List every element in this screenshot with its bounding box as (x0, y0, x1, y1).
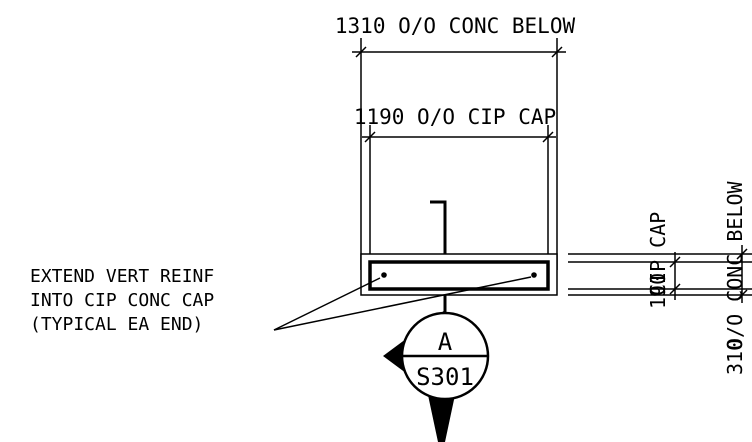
outer-width-dimension (352, 38, 566, 270)
outer-height-value: 310 (723, 339, 747, 375)
inner-height-label: CIP CAP (646, 212, 670, 296)
cip-cap-outline (368, 260, 550, 291)
note-line-3: (TYPICAL EA END) (30, 314, 203, 335)
section-marker-letter: A (438, 328, 453, 356)
section-cut-line (430, 200, 447, 345)
note-line-2: INTO CIP CONC CAP (30, 290, 214, 311)
inner-tick-left (364, 131, 376, 143)
right-vertical-dimensions (568, 245, 752, 303)
inner-tick-right (542, 131, 554, 143)
section-marker-sheet: S301 (416, 363, 474, 391)
outer-height-label: O/O CONC BELOW (723, 180, 747, 350)
note-line-1: EXTEND VERT REINF (30, 266, 214, 287)
rebar-right (531, 272, 537, 278)
inner-width-label: 1190 O/O CIP CAP (354, 105, 556, 129)
section-marker-arrow-lower (428, 395, 455, 442)
inner-height-value: 190 (646, 273, 670, 309)
leader-line-right (273, 276, 532, 331)
inner-height-tick-bottom (669, 283, 681, 295)
outer-tick-left (355, 46, 367, 58)
inner-height-tick-top (669, 256, 681, 268)
section-marker: A S301 (383, 310, 490, 442)
rebar-left (381, 272, 387, 278)
outer-tick-right (551, 46, 563, 58)
inner-width-dimension (362, 125, 556, 270)
leader-line-left (273, 277, 381, 331)
note-leader (273, 276, 532, 331)
outer-width-label: 1310 O/O CONC BELOW (335, 14, 576, 38)
outer-height-tick-top (736, 248, 748, 260)
outer-height-tick-bottom (736, 289, 748, 301)
